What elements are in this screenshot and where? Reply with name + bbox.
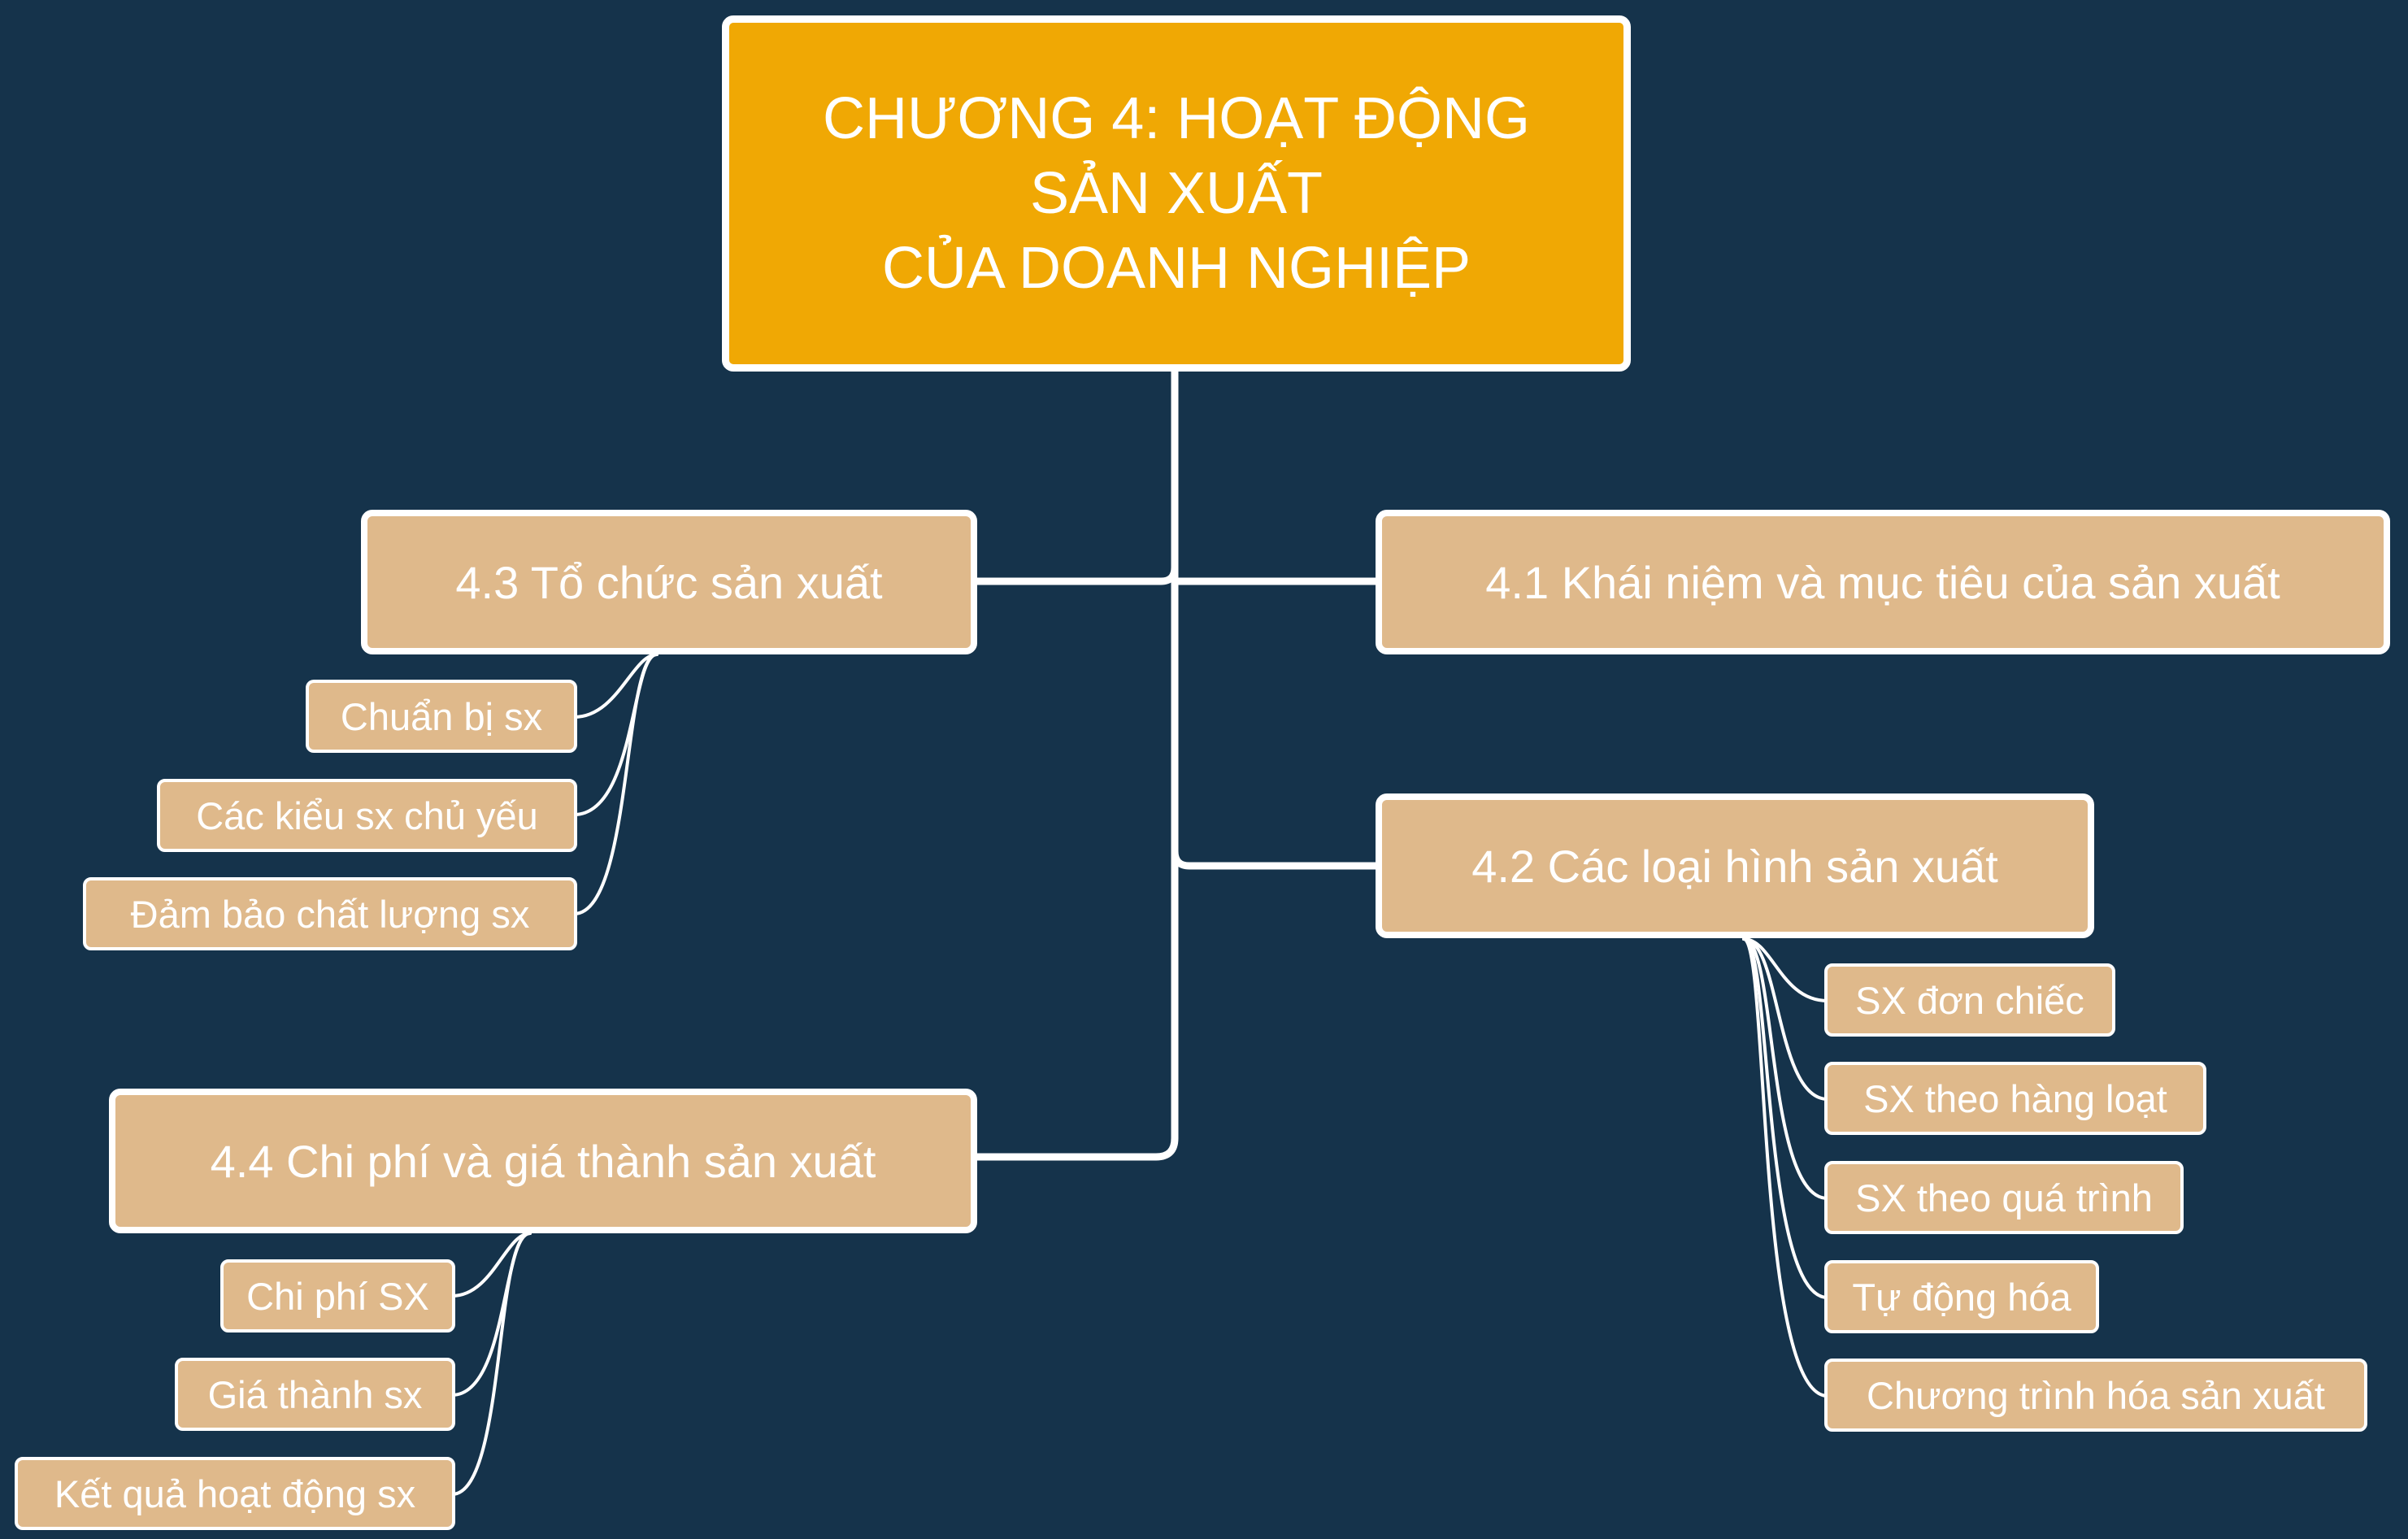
connector-4-3-to-cac-kieu (572, 653, 659, 816)
subtopic-label: Đảm bảo chất lượng sx (130, 892, 530, 936)
connector-4-3-to-dam-bao (572, 653, 659, 915)
subtopic-label: Chương trình hóa sản xuất (1867, 1373, 2325, 1417)
topic-4-3[interactable]: 4.3 Tổ chức sản xuất (361, 510, 977, 654)
subtopic-dam-bao-chat-luong[interactable]: Đảm bảo chất lượng sx (83, 877, 577, 950)
topic-4-2[interactable]: 4.2 Các loại hình sản xuất (1376, 793, 2094, 938)
subtopic-label: SX theo quá trình (1855, 1176, 2153, 1219)
subtopic-label: Kết quả hoạt động sx (54, 1472, 416, 1515)
connector-4-2-to-chuong-trinh-hoa (1742, 937, 1829, 1398)
topic-4-1-label: 4.1 Khái niệm và mục tiêu của sản xuất (1485, 556, 2280, 608)
subtopic-gia-thanh-sx[interactable]: Giá thành sx (175, 1358, 455, 1431)
topic-4-4[interactable]: 4.4 Chi phí và giá thành sản xuất (109, 1089, 977, 1233)
subtopic-chuong-trinh-hoa[interactable]: Chương trình hóa sản xuất (1824, 1359, 2367, 1432)
topic-4-3-label: 4.3 Tổ chức sản xuất (455, 556, 883, 608)
root-title-line-2: SẢN XUẤT (1029, 161, 1324, 226)
subtopic-label: SX theo hàng loạt (1863, 1076, 2167, 1120)
trunk-connector (968, 367, 1179, 1161)
subtopic-label: SX đơn chiếc (1855, 978, 2084, 1022)
connector-4-3-to-chuan-bi (572, 653, 659, 719)
connector-4-2-to-qua-trinh (1742, 937, 1829, 1200)
root-title-line-3: CỦA DOANH NGHIỆP (881, 236, 1471, 301)
connector-4-4-to-gia-thanh (450, 1232, 532, 1397)
connector-4-4-to-ket-qua (450, 1232, 532, 1496)
subtopic-label: Chi phí SX (246, 1274, 429, 1318)
subtopic-chuan-bi-sx[interactable]: Chuẩn bị sx (306, 680, 577, 753)
connector-4-2-to-tu-dong-hoa (1742, 937, 1829, 1299)
topic-4-2-label: 4.2 Các loại hình sản xuất (1471, 840, 1998, 892)
connector-root-to-4-3 (970, 563, 1179, 585)
connector-root-to-4-2 (1171, 847, 1380, 870)
subtopic-cac-kieu-sx[interactable]: Các kiểu sx chủ yếu (157, 779, 577, 852)
subtopic-tu-dong-hoa[interactable]: Tự động hóa (1824, 1260, 2099, 1333)
connector-4-4-to-chi-phi (450, 1232, 532, 1298)
subtopic-label: Tự động hóa (1852, 1275, 2071, 1319)
subtopic-chi-phi-sx[interactable]: Chi phí SX (220, 1259, 455, 1332)
root-title-line-1: CHƯƠNG 4: HOẠT ĐỘNG (823, 86, 1530, 151)
subtopic-sx-qua-trinh[interactable]: SX theo quá trình (1824, 1161, 2184, 1234)
subtopic-label: Giá thành sx (207, 1372, 423, 1416)
subtopic-label: Các kiểu sx chủ yếu (196, 793, 538, 837)
subtopic-label: Chuẩn bị sx (340, 694, 543, 738)
subtopic-sx-hang-loat[interactable]: SX theo hàng loạt (1824, 1062, 2206, 1135)
subtopic-sx-don-chiec[interactable]: SX đơn chiếc (1824, 963, 2115, 1037)
topic-4-4-label: 4.4 Chi phí và giá thành sản xuất (210, 1135, 876, 1187)
topic-4-1[interactable]: 4.1 Khái niệm và mục tiêu của sản xuất (1376, 510, 2390, 654)
subtopic-ket-qua-hoat-dong[interactable]: Kết quả hoạt động sx (15, 1457, 455, 1530)
root-topic[interactable]: CHƯƠNG 4: HOẠT ĐỘNG SẢN XUẤT CỦA DOANH N… (722, 15, 1631, 372)
connector-4-2-to-hang-loat (1742, 937, 1829, 1101)
